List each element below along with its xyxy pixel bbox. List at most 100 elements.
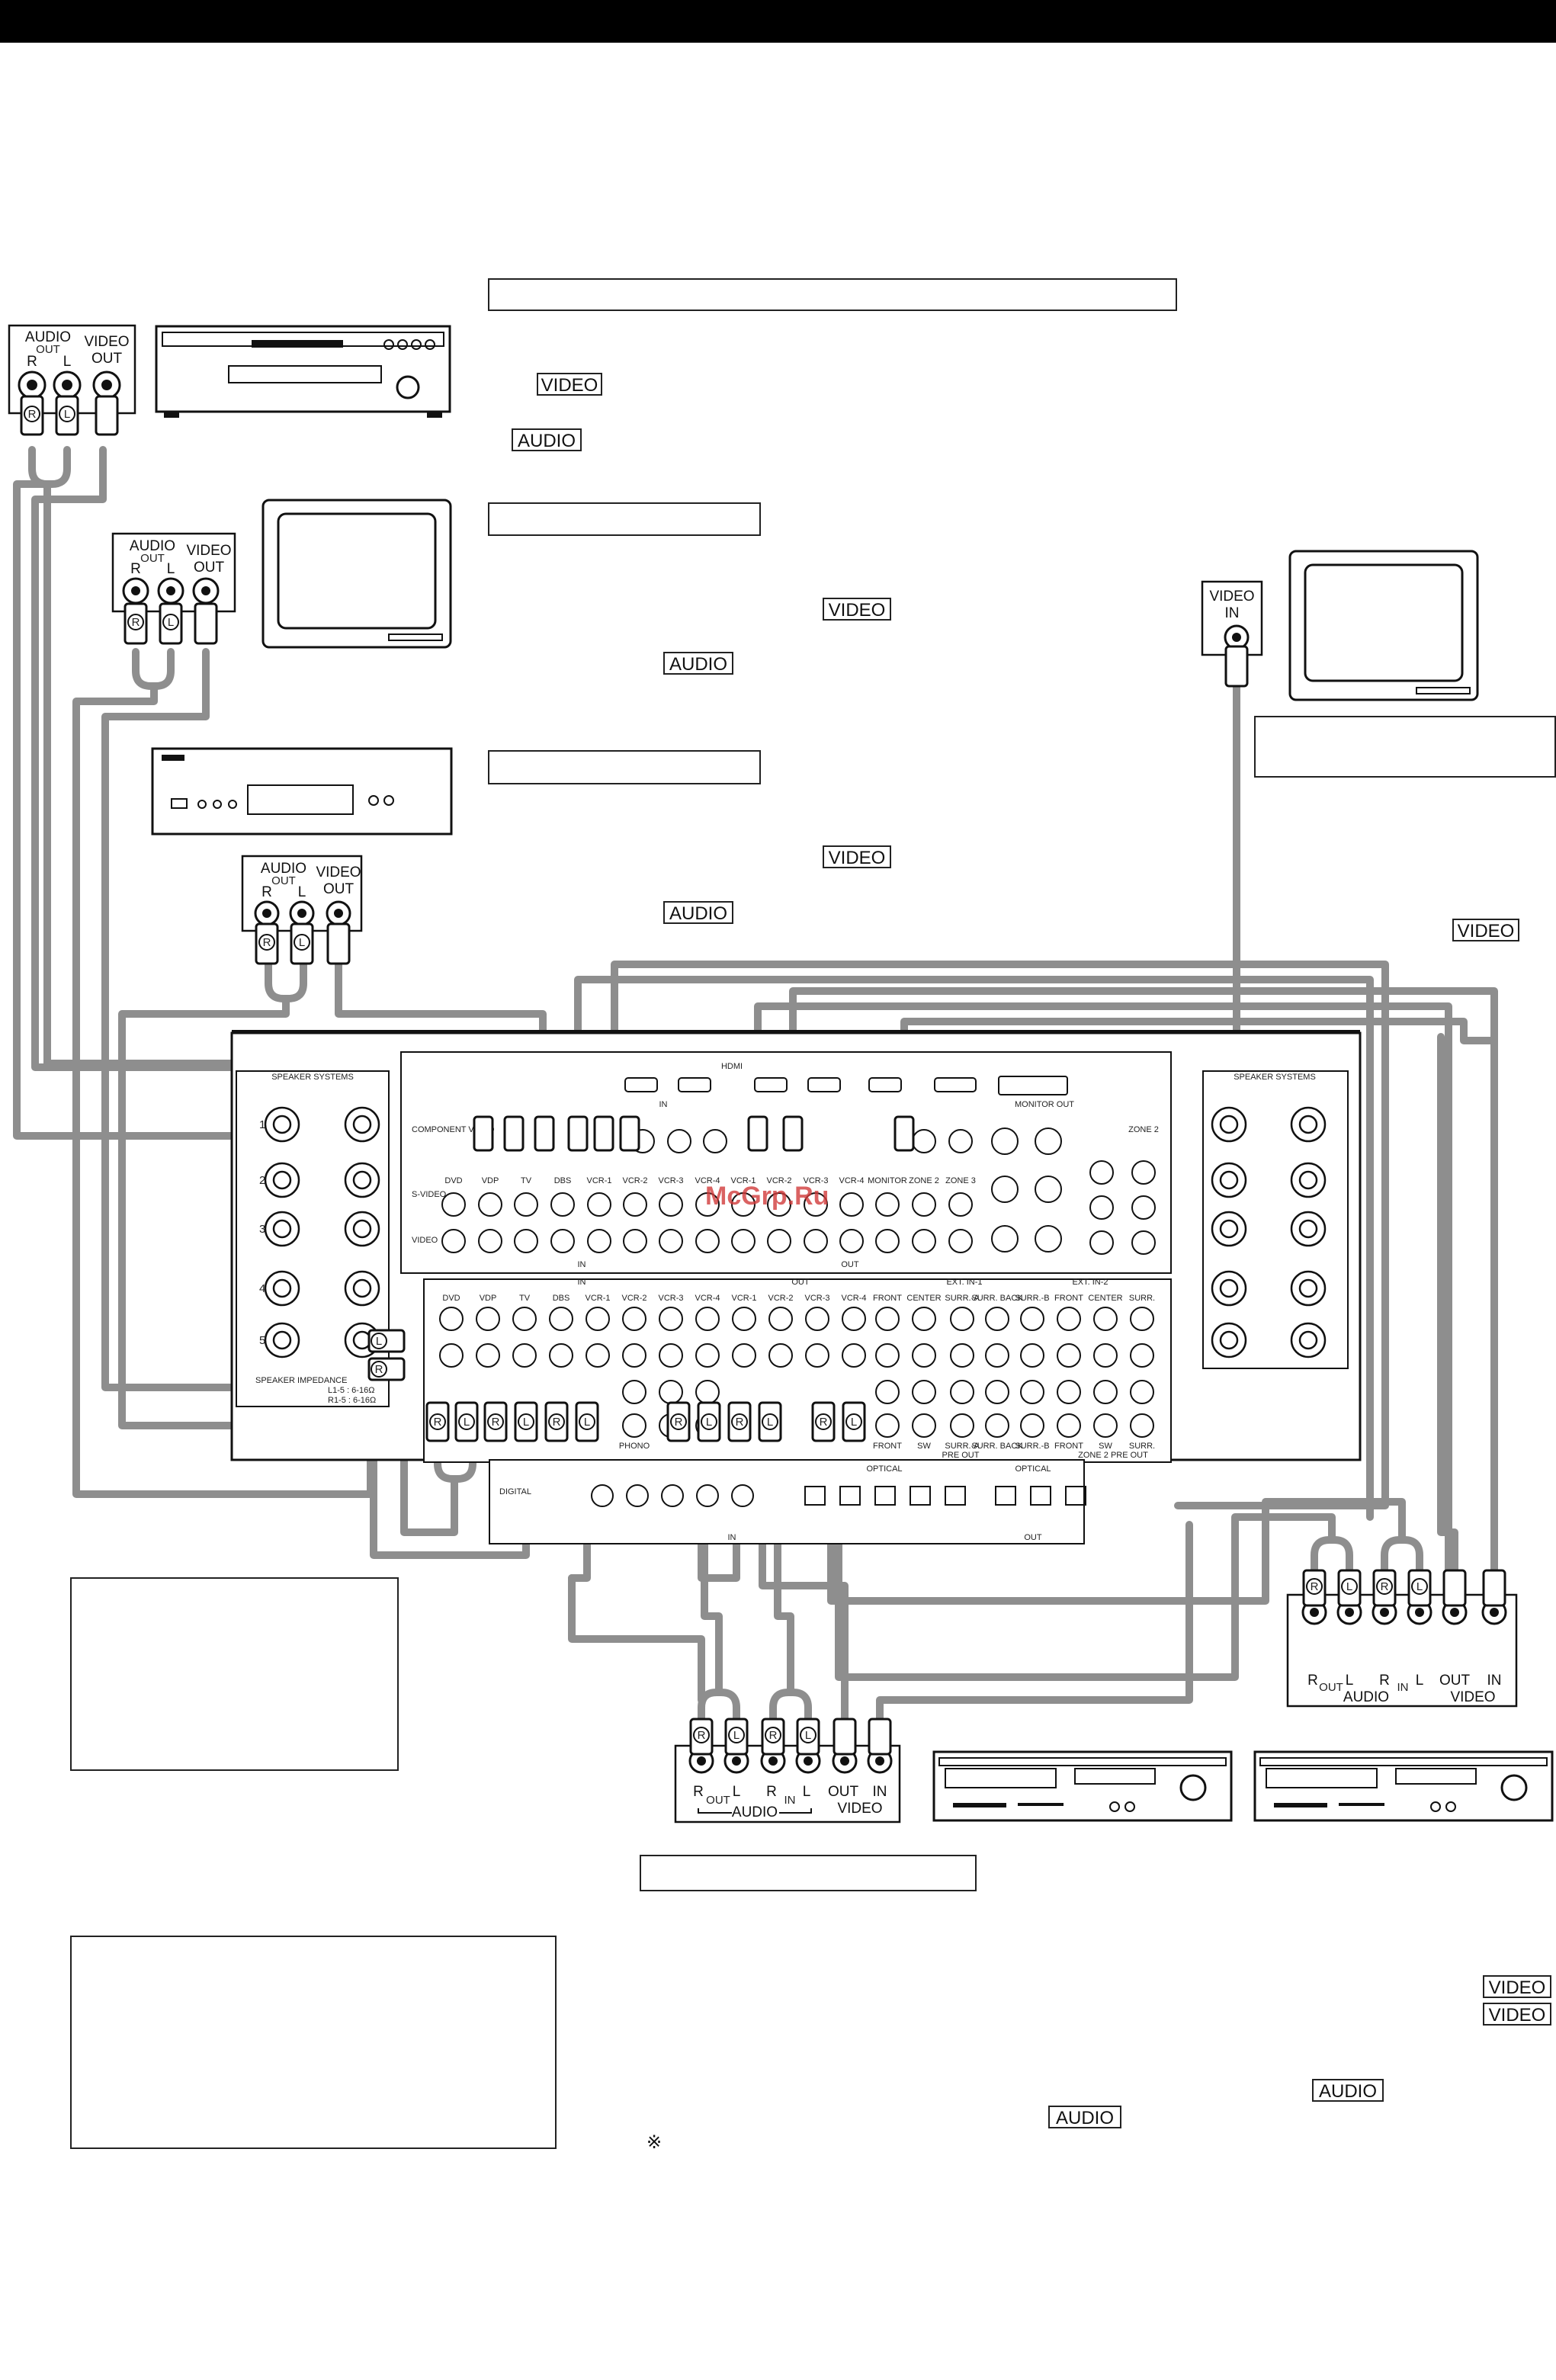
svg-text:HDMI: HDMI [721,1062,743,1071]
svg-text:SPEAKER SYSTEMS: SPEAKER SYSTEMS [271,1073,354,1082]
svg-text:R: R [1311,1580,1319,1593]
svg-text:CENTER: CENTER [906,1294,941,1303]
tv-heading-box [488,502,761,536]
svg-text:SURR.-B: SURR.-B [1015,1442,1049,1451]
audio-jack-grid [439,1307,1154,1438]
svg-text:L: L [805,1729,811,1742]
svg-text:VIDEO: VIDEO [829,848,886,868]
svg-text:MONITOR: MONITOR [868,1176,907,1185]
hdmi-ports [624,1076,1068,1095]
plug-r: R [124,602,148,645]
svg-text:AUDIO: AUDIO [130,538,175,554]
plug-l: L [724,1718,749,1756]
svg-text:VCR-4: VCR-4 [841,1294,866,1303]
svg-text:R: R [1379,1673,1390,1689]
svg-text:OPTICAL: OPTICAL [866,1464,902,1474]
plug-r: R [483,1401,508,1442]
svg-text:R: R [263,936,271,949]
svg-text:DIGITAL: DIGITAL [499,1487,531,1496]
vcr-deck-2 [1253,1750,1554,1822]
svg-text:L: L [1346,1673,1354,1689]
svg-text:IN: IN [578,1278,586,1287]
receiver-rear-panel: SPEAKER SYSTEMS 1 2 3 4 5 SPEAKER IMPEDA… [230,1030,1362,1544]
left-speaker-terminals [264,1106,380,1358]
svg-text:S-VIDEO: S-VIDEO [412,1190,447,1199]
plug-video [833,1718,857,1756]
svg-text:ZONE 2: ZONE 2 [909,1176,939,1185]
monitor-note-box [1254,716,1556,778]
svg-text:EXT. IN-2: EXT. IN-2 [1072,1278,1108,1287]
plug-r: R [255,922,279,965]
svg-text:VIDEO: VIDEO [1458,921,1515,941]
svg-text:L: L [767,1416,773,1429]
svg-text:VCR-1: VCR-1 [730,1176,756,1185]
svg-text:VIDEO: VIDEO [541,375,598,396]
svg-text:OUT: OUT [706,1794,730,1807]
svg-text:IN: IN [784,1794,796,1807]
svg-text:OUT: OUT [140,552,165,565]
svg-text:AUDIO: AUDIO [261,861,306,877]
svg-text:VIDEO: VIDEO [1489,2005,1546,2026]
video-tag: VIDEO [823,845,891,868]
svg-text:OUT: OUT [1439,1673,1471,1689]
audio-tag: AUDIO [1312,2079,1384,2102]
svg-text:SPEAKER SYSTEMS: SPEAKER SYSTEMS [1234,1073,1316,1082]
svg-text:L1-5 : 6-16Ω: L1-5 : 6-16Ω [328,1386,374,1395]
plug-r: R [1372,1569,1397,1607]
svg-text:SURR.-A: SURR.-A [945,1294,980,1303]
svg-text:L: L [1416,1673,1424,1689]
svg-text:SURR. BACK: SURR. BACK [971,1442,1023,1451]
svg-text:CENTER: CENTER [1088,1294,1122,1303]
svg-text:VCR-1: VCR-1 [585,1294,610,1303]
tv-jack-panel: AUDIO OUT VIDEO OUT R L R L [111,532,236,645]
svg-text:L: L [64,408,70,421]
vcr2-jack-panel: R L R L R OUT L R IN L AUDIO OUT IN VIDE… [1286,1569,1518,1708]
svg-text:VIDEO: VIDEO [186,543,231,559]
svg-text:R: R [1381,1580,1389,1593]
svg-text:R: R [492,1416,500,1429]
svg-text:AUDIO: AUDIO [25,329,71,345]
svg-text:L: L [803,1784,811,1800]
svg-text:R: R [820,1416,828,1429]
svg-text:AUDIO: AUDIO [518,431,576,451]
plug-l: L [367,1329,406,1353]
video-tag: VIDEO [537,373,602,396]
svg-text:R: R [769,1729,778,1742]
plug-r: R [1302,1569,1327,1607]
svg-text:VIDEO: VIDEO [829,600,886,621]
svg-text:VCR-3: VCR-3 [658,1176,683,1185]
plug-l: L [454,1401,479,1442]
svg-text:AUDIO: AUDIO [1319,2081,1377,2102]
svg-text:R: R [698,1729,706,1742]
svg-text:L: L [523,1416,529,1429]
signal-tags: VIDEO AUDIO VIDEO AUDIO VIDEO AUDIO VIDE… [512,373,1551,2153]
audio-tag: AUDIO [512,428,582,451]
svg-text:R: R [675,1416,683,1429]
svg-text:OUT: OUT [91,351,123,367]
plug-video [95,395,119,436]
svg-text:L: L [851,1416,857,1429]
svg-text:R: R [766,1784,777,1800]
plug-r: R [811,1401,836,1442]
svg-text:VCR-3: VCR-3 [658,1294,683,1303]
svg-text:L: L [376,1335,382,1348]
plug-video [1224,645,1249,688]
svg-text:VIDEO: VIDEO [412,1236,438,1245]
svg-text:VCR-3: VCR-3 [804,1294,829,1303]
svg-text:L: L [167,561,175,577]
svg-text:VCR-1: VCR-1 [586,1176,611,1185]
plug-l: L [842,1401,866,1442]
svg-text:OUT: OUT [36,343,60,356]
svg-text:DVD: DVD [442,1294,460,1303]
svg-text:MONITOR OUT: MONITOR OUT [1015,1100,1074,1109]
svg-text:SURR.-A: SURR.-A [945,1442,980,1451]
svg-text:IN: IN [659,1100,668,1109]
svg-text:OUT: OUT [323,881,355,897]
svg-text:L: L [1416,1580,1423,1593]
tv-left [261,499,452,649]
plug-l: L [514,1401,538,1442]
plug-video [1442,1569,1467,1607]
svg-text:SURR.: SURR. [1129,1442,1155,1451]
svg-text:OUT: OUT [1024,1533,1042,1542]
